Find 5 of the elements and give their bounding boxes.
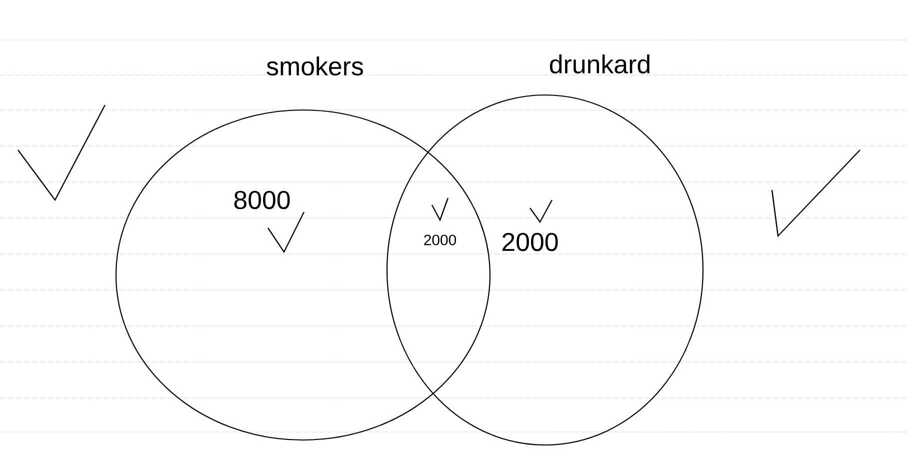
count-label: 2000 — [502, 232, 558, 252]
count-label: 2000 — [424, 234, 456, 246]
set-label: smokers — [266, 56, 363, 76]
count-label: 8000 — [234, 190, 290, 210]
set-label: drunkard — [550, 54, 650, 74]
